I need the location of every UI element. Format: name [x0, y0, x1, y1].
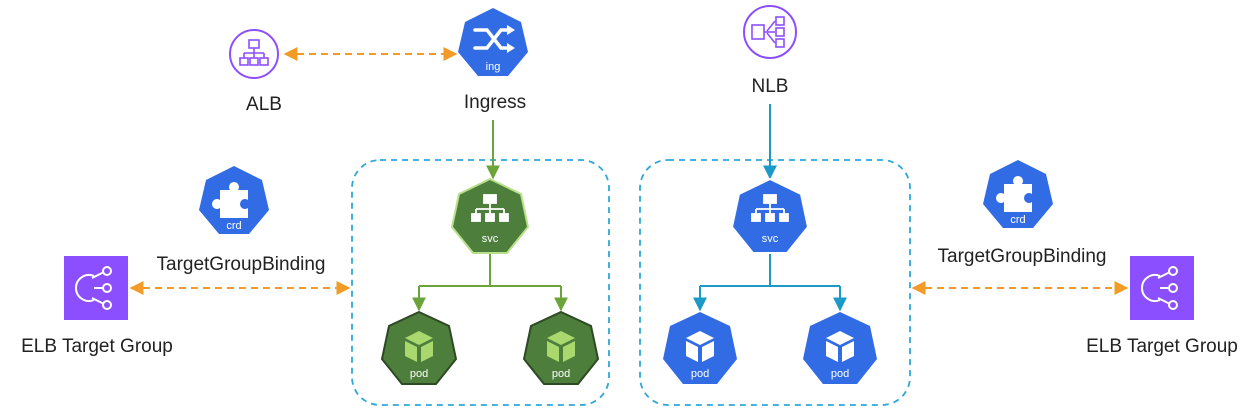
svc-icon-left: svc [450, 177, 530, 254]
svc-icon-right: svc [730, 177, 810, 254]
ingress-icon: ing [458, 8, 528, 76]
svc-left-to-pods-arrows [412, 254, 568, 312]
pod-left-1-text: pod [410, 368, 428, 380]
pod-icon-left-1: pod [380, 310, 458, 385]
pod-icon-right-1: pod [663, 312, 737, 384]
elb-right-label: ELB Target Group [1086, 336, 1238, 357]
crd-left-text: crd [226, 220, 241, 232]
tgb-right-label: TargetGroupBinding [938, 246, 1107, 267]
tgb-left-label: TargetGroupBinding [157, 254, 326, 275]
pod-icon-right-2: pod [803, 312, 877, 384]
alb-label: ALB [246, 94, 282, 115]
left-cluster-boundary [351, 159, 610, 406]
elb-target-group-icon-left [64, 256, 128, 320]
crd-icon-right: crd [983, 160, 1053, 228]
ingress-label: Ingress [464, 92, 526, 113]
ingress-icon-text: ing [486, 61, 501, 73]
right-cluster-boundary [639, 159, 911, 406]
svc-right-text: svc [762, 233, 779, 245]
alb-icon [229, 29, 279, 79]
crd-icon-left: crd [199, 166, 269, 234]
pod-icon-left-2: pod [522, 310, 600, 385]
pod-left-2-text: pod [552, 368, 570, 380]
nlb-label: NLB [752, 76, 789, 97]
svc-right-to-pods-arrows [693, 254, 847, 312]
nlb-icon [743, 5, 797, 59]
elb-target-group-icon-right [1130, 256, 1194, 320]
crd-right-text: crd [1010, 214, 1025, 226]
pod-right-1-text: pod [691, 368, 709, 380]
pod-right-2-text: pod [831, 368, 849, 380]
svc-left-text: svc [482, 233, 499, 245]
elb-left-label: ELB Target Group [21, 336, 173, 357]
